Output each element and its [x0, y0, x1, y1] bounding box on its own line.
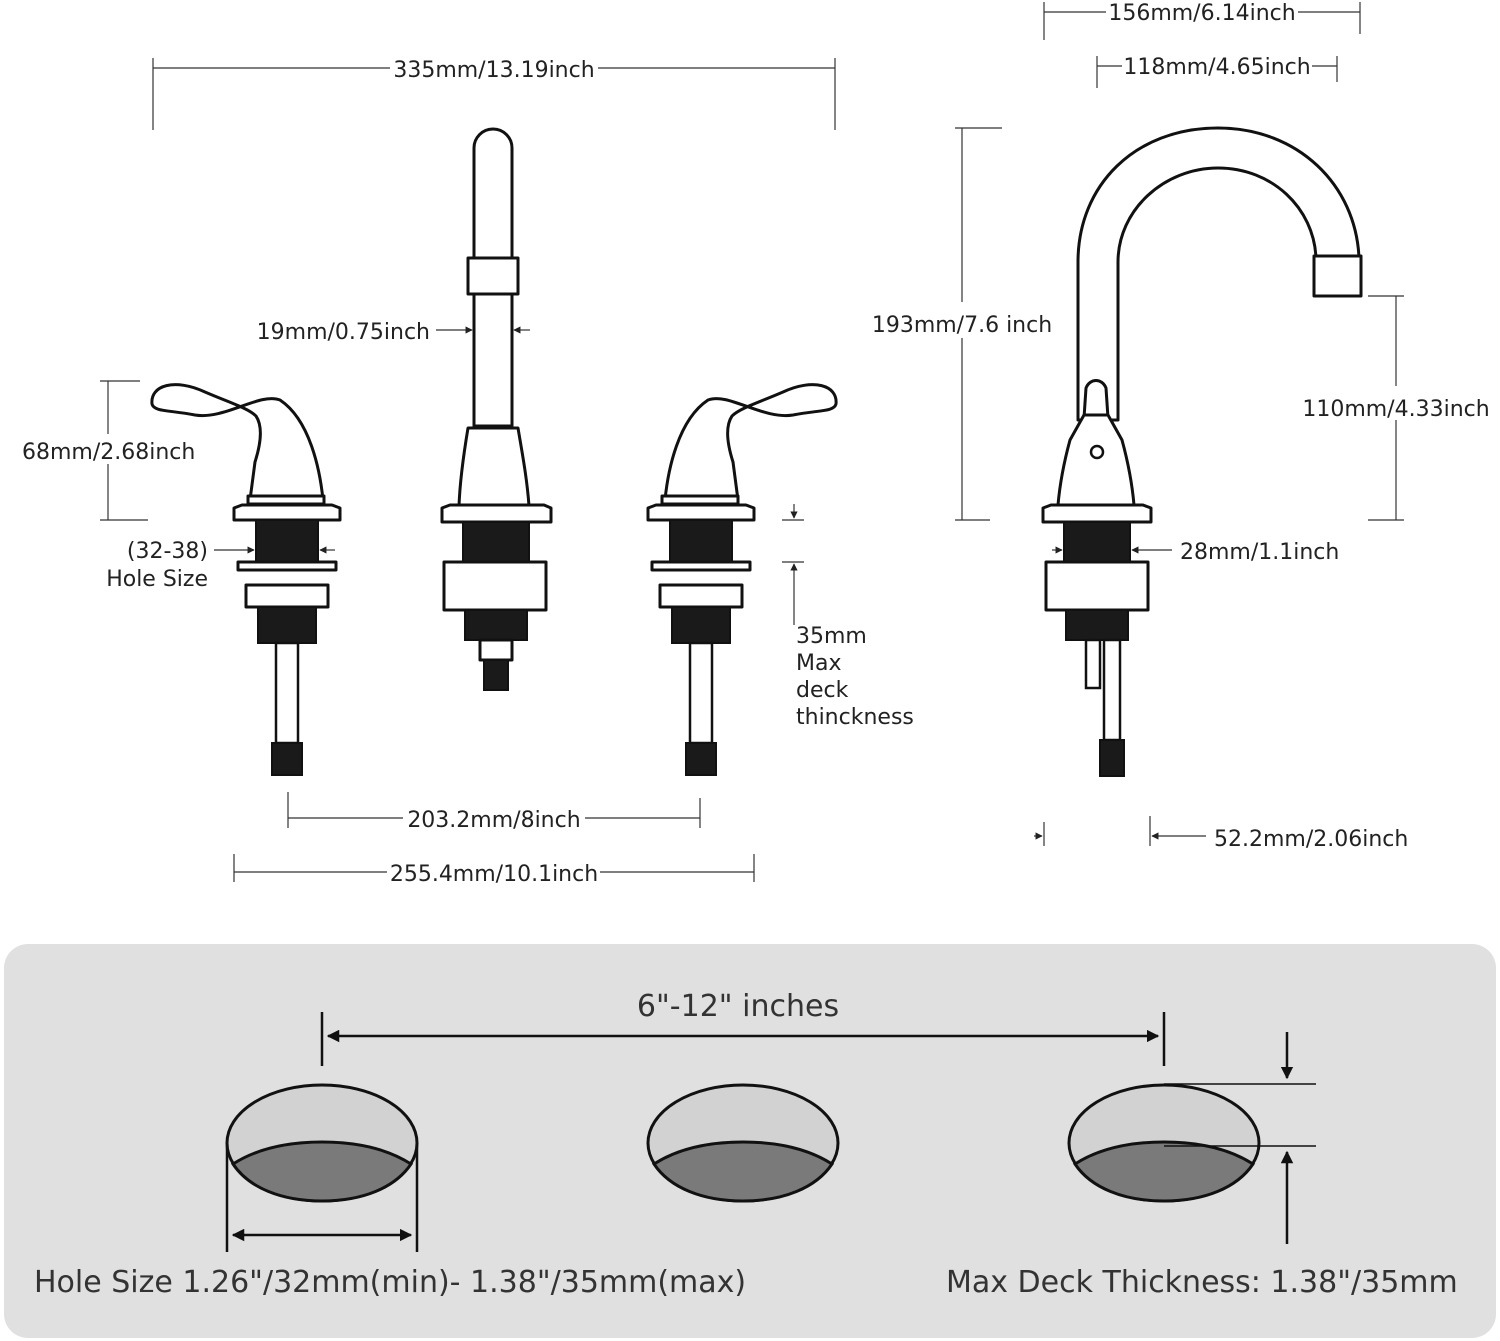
max-deck-line-2: Max — [796, 651, 841, 676]
center-spread-label: 203.2mm/8inch — [407, 808, 580, 833]
handle-height-label: 68mm/2.68inch — [22, 440, 195, 465]
height-total-dimension: 193mm/7.6 inch — [872, 127, 1052, 521]
reach-total-label: 156mm/6.14inch — [1108, 1, 1295, 26]
left-handle — [150, 383, 342, 776]
side-view: 156mm/6.14inch 118mm/4.65inch — [872, 1, 1490, 852]
mount-hole-center — [646, 1083, 840, 1203]
deck-thickness-note: Max Deck Thickness: 1.38"/35mm — [946, 1265, 1458, 1300]
mount-hole-right — [1067, 1083, 1261, 1203]
spout-diameter-label: 19mm/0.75inch — [257, 320, 430, 345]
shank-diameter-label: 28mm/1.1inch — [1180, 540, 1339, 565]
center-spout — [440, 127, 553, 691]
base-spread-label: 255.4mm/10.1inch — [390, 862, 598, 887]
base-depth-dimension: 52.2mm/2.06inch — [1034, 816, 1408, 852]
hole-spread-label: 6"-12" inches — [637, 989, 839, 1024]
base-depth-label: 52.2mm/2.06inch — [1214, 827, 1408, 852]
deck-thickness-dimension — [1164, 1032, 1316, 1244]
hole-size-range-label: (32-38) — [127, 539, 208, 564]
hole-size-note: Hole Size 1.26"/32mm(min)- 1.38"/35mm(ma… — [34, 1265, 746, 1300]
center-spread-dimension: 203.2mm/8inch — [287, 792, 701, 833]
installation-panel: 6"-12" inches Hole Size 1.26"/3 — [4, 944, 1496, 1338]
shank-diameter-dimension: 28mm/1.1inch — [1052, 540, 1339, 565]
reach-total-dimension: 156mm/6.14inch — [1043, 1, 1361, 40]
gooseneck-spout — [1041, 126, 1363, 777]
overall-width-label: 335mm/13.19inch — [393, 58, 594, 83]
max-deck-line-3: deck — [796, 678, 849, 703]
right-handle — [646, 383, 838, 776]
spout-diameter-dimension: 19mm/0.75inch — [257, 320, 530, 345]
height-total-label: 193mm/7.6 inch — [872, 313, 1052, 338]
max-deck-line-4: thinckness — [796, 705, 914, 730]
hole-size-label: Hole Size — [106, 567, 208, 592]
max-deck-line-1: 35mm — [796, 624, 867, 649]
handle-height-dimension: 68mm/2.68inch — [22, 380, 195, 521]
spout-clearance-label: 110mm/4.33inch — [1302, 397, 1489, 422]
reach-spout-dimension: 118mm/4.65inch — [1096, 55, 1338, 88]
reach-spout-label: 118mm/4.65inch — [1123, 55, 1310, 80]
hole-size-dimension: (32-38) Hole Size — [106, 539, 335, 592]
hole-diameter-dimension — [225, 1143, 419, 1252]
front-view: 335mm/13.19inch — [22, 58, 914, 887]
spout-clearance-dimension: 110mm/4.33inch — [1302, 295, 1490, 521]
base-spread-dimension: 255.4mm/10.1inch — [233, 854, 755, 887]
max-deck-dimension: 35mm Max deck thinckness — [782, 504, 914, 730]
mount-hole-left — [225, 1083, 419, 1203]
hole-spread-dimension: 6"-12" inches — [320, 989, 1166, 1066]
overall-width-dimension: 335mm/13.19inch — [152, 58, 836, 130]
